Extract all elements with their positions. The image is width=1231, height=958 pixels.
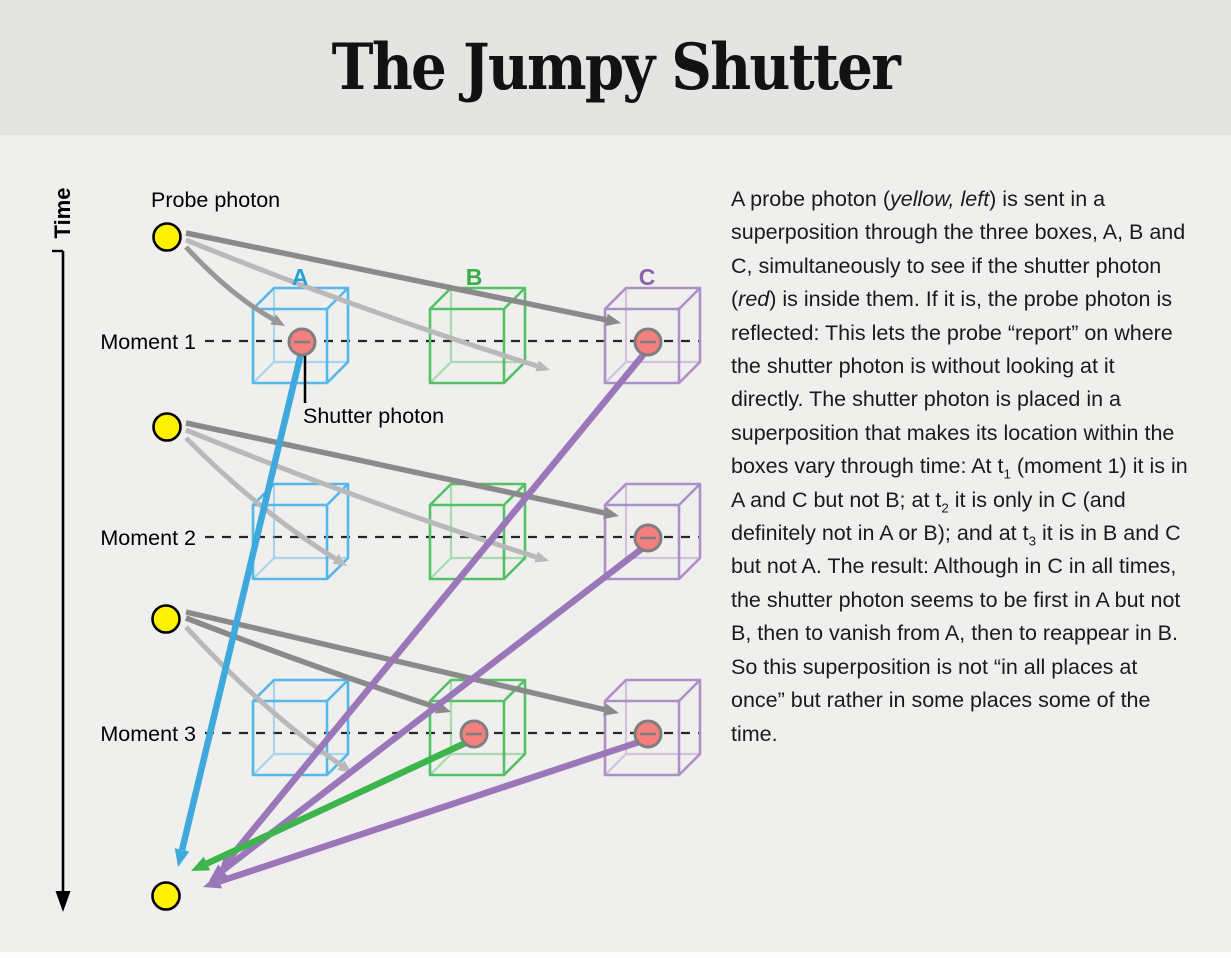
box-b-moment-1-hidden-edges [429, 288, 525, 384]
description-segment: 3 [1028, 533, 1037, 549]
shutter-photon-label: Shutter photon [303, 404, 444, 428]
box-a-moment-1-hidden-edges [252, 288, 348, 384]
description-segment: 1 [1003, 466, 1011, 482]
moment-dashed-lines [205, 339, 700, 735]
reflected-arrows-group [174, 346, 651, 889]
box-b-label: B [466, 264, 483, 290]
description-segment: it is in B and C but not A. The result: … [731, 521, 1181, 746]
probe-arrows-group [184, 230, 621, 773]
description-segment: 2 [941, 499, 949, 515]
description-text: A probe photon (yellow, left) is sent in… [731, 183, 1189, 751]
probe-photon-label: Probe photon [151, 188, 280, 212]
probe-arrow-m3-through-box-a-head-icon [337, 760, 352, 773]
box-b-moment-2-hidden-edges [429, 484, 525, 580]
box-c-moment-1-frame [603, 286, 702, 385]
box-c-moment-1-hidden-edges [604, 288, 700, 384]
reflected-arrow-purple-from-c-m1-shaft [228, 346, 651, 859]
box-c-label: C [639, 264, 656, 290]
probe-arrow-m1-to-box-a-head-icon [270, 314, 285, 326]
probe-photons [151, 222, 182, 911]
probe-photon-moment-3 [151, 604, 181, 634]
reflected-arrow-purple-from-c-m2-shaft [220, 541, 650, 873]
description-segment: red [738, 287, 770, 312]
box-c-moment-3-hidden-edges [604, 680, 700, 776]
header: The Jumpy Shutter [0, 0, 1231, 135]
boxes-group [251, 286, 702, 777]
box-a-moment-2-hidden-edges [252, 484, 348, 580]
probe-photon-moment-1 [152, 222, 182, 252]
description-segment: ) is sent in a superposition through the… [731, 187, 1186, 312]
box-c-moment-2-frame [603, 482, 702, 581]
time-axis-arrowhead-icon [55, 891, 71, 912]
reflected-arrow-green-from-b-m3-shaft [205, 736, 476, 867]
probe-arrow-m3-to-box-c-head-icon [603, 703, 619, 716]
reflected-arrow-green-from-b-m3-head-icon [191, 856, 211, 871]
reflected-arrow-purple-from-c-m2-head-icon [209, 864, 228, 881]
reflected-arrow-blue-from-a-m1-shaft [178, 348, 306, 851]
reflected-arrow-purple-from-c-m3-shaft [218, 735, 650, 885]
footer-strip [0, 952, 1231, 958]
probe-arrow-m1-through-box-b-shaft [185, 237, 538, 369]
description-segment: A probe photon ( [731, 187, 890, 211]
time-axis-label: Time [50, 188, 75, 239]
probe-arrow-m1-to-box-a-shaft [184, 245, 275, 322]
probe-arrow-m3-to-box-b-shaft [185, 615, 438, 711]
box-a-moment-3-frame [251, 678, 350, 777]
probe-arrow-m1-to-box-c-head-icon [605, 313, 621, 327]
description-segment: yellow, left [889, 187, 990, 211]
photon-dash-overlays [294, 340, 656, 736]
moment-3-label: Moment 3 [100, 722, 196, 746]
probe-arrow-m2-through-box-a-head-icon [332, 553, 347, 566]
probe-photon-final [151, 881, 181, 911]
moment-2-label: Moment 2 [100, 526, 196, 550]
probe-arrow-m2-to-box-c-head-icon [603, 506, 619, 520]
time-axis [52, 249, 71, 912]
probe-photon-moment-2 [152, 412, 182, 442]
box-b-moment-3-hidden-edges [429, 680, 525, 776]
description-segment: (moment 1) it is in A and C but not B; a… [731, 454, 1188, 512]
probe-arrow-m1-to-box-c-shaft [185, 230, 608, 323]
probe-arrow-m1-through-box-b-head-icon [535, 360, 550, 372]
description-segment: ) is inside them. If it is, the probe ph… [731, 287, 1175, 479]
probe-arrow-m2-to-box-c-shaft [185, 420, 606, 516]
box-a-label: A [292, 264, 309, 290]
description-segment: it is only in C (and definitely not in A… [731, 487, 1126, 546]
reflected-arrow-blue-from-a-m1-head-icon [174, 848, 190, 867]
probe-arrow-m2-through-box-a-shaft [184, 436, 337, 562]
reflected-arrow-purple-from-c-m3-head-icon [203, 874, 223, 889]
page-title: The Jumpy Shutter [331, 30, 901, 105]
moment-1-label: Moment 1 [100, 330, 196, 354]
probe-arrow-m2-through-box-b-head-icon [534, 551, 549, 563]
